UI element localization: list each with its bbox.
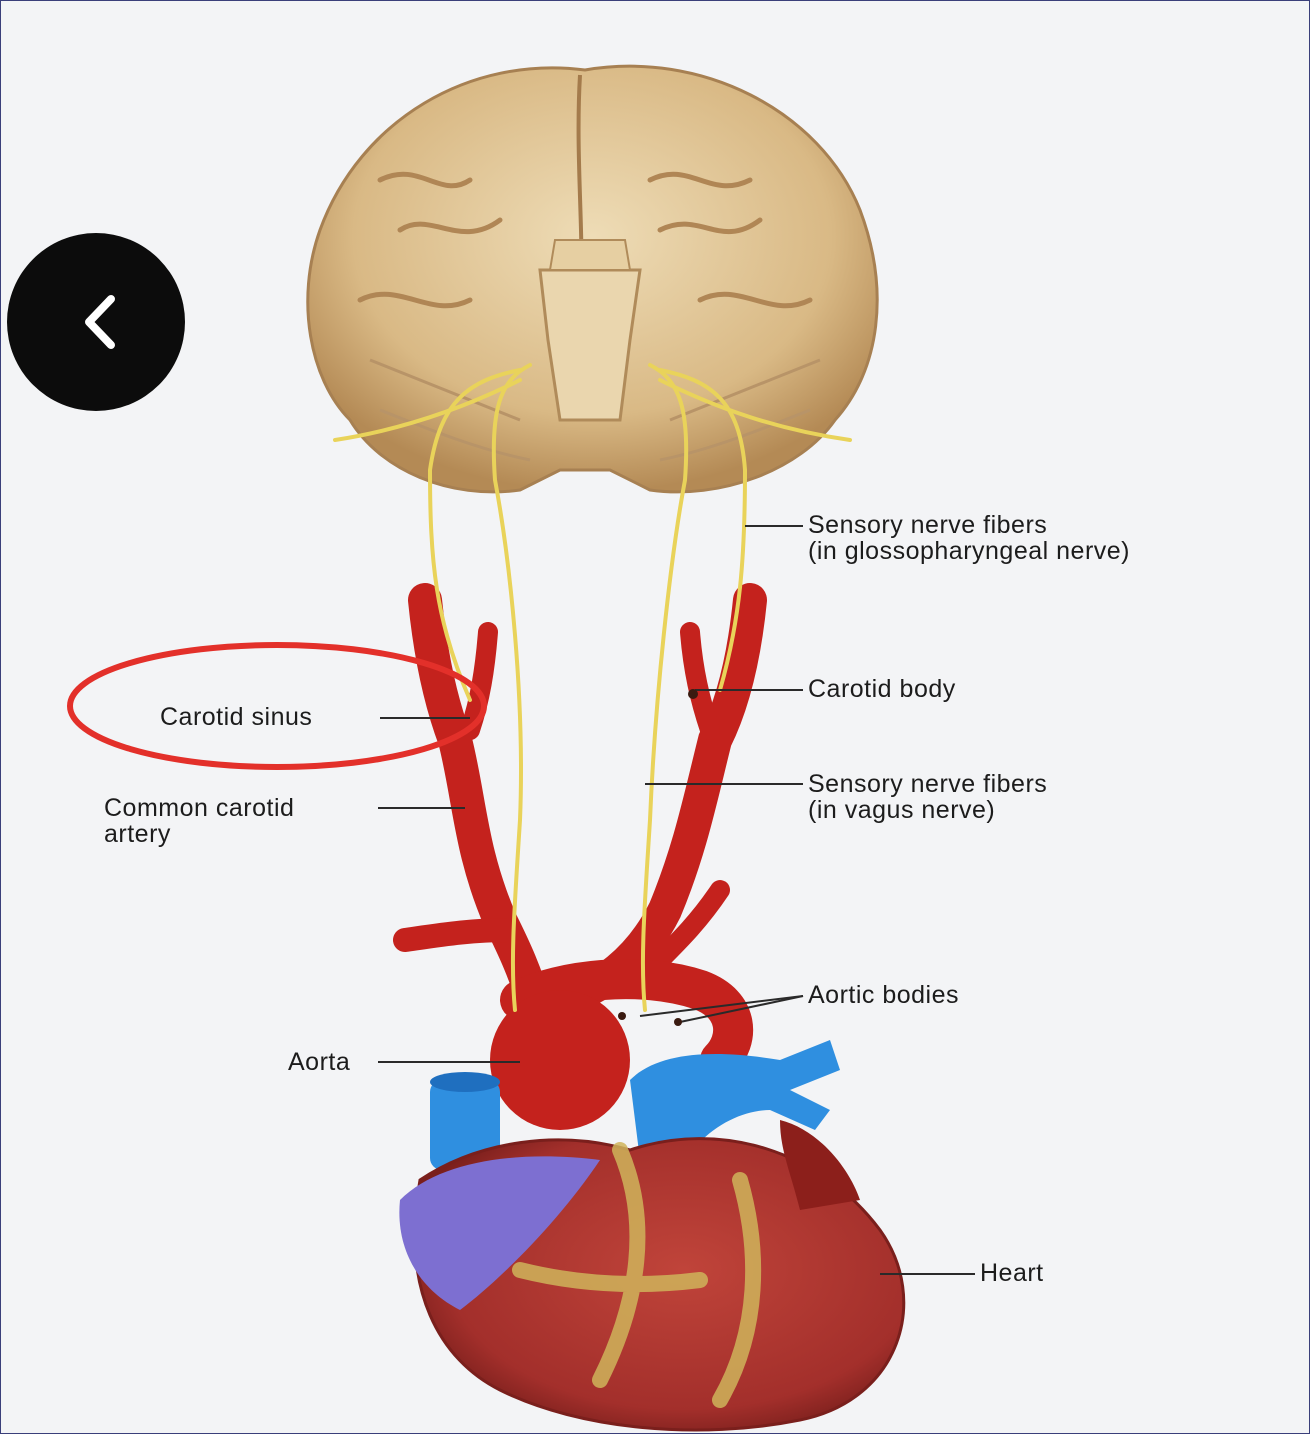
back-button[interactable]	[7, 233, 185, 411]
label-carotid-sinus: Carotid sinus	[160, 703, 313, 731]
highlight-ellipse	[67, 642, 487, 770]
label-heart: Heart	[980, 1259, 1044, 1287]
label-common-carotid-2: artery	[104, 820, 171, 848]
label-aorta: Aorta	[288, 1048, 351, 1076]
label-sensory-glosso-2: (in glossopharyngeal nerve)	[808, 537, 1131, 565]
nerves	[333, 363, 852, 1012]
carotid-body-marker	[688, 689, 698, 699]
aortic-body-marker-left	[618, 1012, 626, 1020]
brain	[306, 64, 879, 494]
veins	[430, 1040, 840, 1170]
aortic-arch	[490, 990, 630, 1130]
heart	[399, 1120, 906, 1432]
label-common-carotid-1: Common carotid	[104, 794, 295, 822]
label-sensory-vagus-1: Sensory nerve fibers	[808, 770, 1048, 798]
label-sensory-vagus-2: (in vagus nerve)	[808, 796, 996, 824]
label-carotid-body: Carotid body	[808, 675, 956, 703]
leader-lines	[378, 525, 975, 1275]
label-sensory-glosso-1: Sensory nerve fibers	[808, 511, 1048, 539]
aortic-body-marker-right	[674, 1018, 682, 1026]
label-aortic-bodies: Aortic bodies	[808, 981, 960, 1009]
chevron-left-icon	[85, 295, 115, 349]
